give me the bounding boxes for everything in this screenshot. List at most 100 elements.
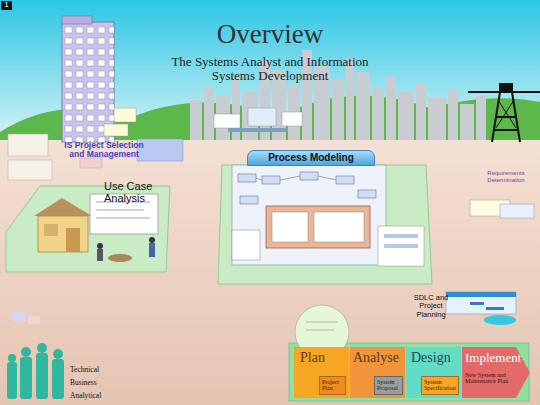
process-platform [272,212,308,242]
office-building [62,16,92,24]
office-building [137,139,183,161]
use-case-platform [34,198,92,216]
city-skyline [460,104,474,142]
station-label: Requirements Determination [476,170,536,183]
city-skyline [398,92,414,142]
analyst-silhouettes [52,359,64,399]
analyst-silhouettes [20,357,32,399]
process-platform [218,165,432,284]
deliverable-box: Project Plan [319,376,346,395]
sky [0,0,540,150]
use-case-platform [108,254,132,262]
phase-box: AnalyseSystem Proposal [350,347,405,398]
node-text: Design [411,351,461,366]
node-text: System Specification [424,379,457,392]
use-case-platform [96,218,150,219]
use-case-platform [6,186,170,272]
sdlc-band [306,330,334,331]
process-platform [240,196,258,204]
city-skyline [190,100,202,142]
use-case-platform [149,237,155,243]
analyst-skill: Business [70,379,120,387]
node-text: Implement [465,351,530,365]
node-text: Plan [300,351,349,366]
schedule-chart [446,292,516,325]
use-case-platform [96,210,144,211]
process-platform [256,178,262,180]
crane [496,116,516,118]
city-skyline [448,90,458,142]
analyst-skill: Technical [70,366,120,374]
phase-box: PlanProject Plan [294,347,349,398]
crane [494,129,518,131]
city-skyline [356,72,370,142]
sky [0,0,540,150]
crane [498,100,516,128]
node-text: Analyse [353,351,405,366]
crane [496,100,514,128]
city-skyline [428,98,446,142]
node-text: Process Modeling [248,153,374,164]
process-platform [238,174,256,182]
station-banner: Process Modeling [247,150,375,166]
meeting-scene [214,108,302,132]
process-platform [280,176,300,180]
process-platform [232,165,386,265]
ground [0,140,540,405]
station-label: IS Project Selection and Management [58,141,150,160]
phase-arrow: ImplementNew System and Maintenance Plan [462,347,530,398]
sdlc-band [289,343,529,401]
office-building [104,124,128,136]
city-skyline [372,88,384,142]
deliverable-box: System Specification [421,376,459,395]
meeting-scene [214,114,240,128]
analyst-silhouettes [28,316,40,324]
analyst-silhouettes [53,349,63,359]
subtitle: The Systems Analyst and Information Syst… [160,55,380,84]
process-platform [262,176,280,184]
process-platform [218,165,432,284]
ground [0,140,540,405]
analyst-silhouettes [7,312,64,399]
process-platform [378,226,424,266]
analyst-silhouettes [7,362,17,399]
meeting-scene [248,108,276,126]
office-building [80,158,102,168]
city-skyline [204,88,214,142]
process-platform [318,176,336,180]
city-skyline [232,78,240,142]
city-skyline [346,58,354,142]
deliverable-note: New System and Maintenance Plan [465,372,517,396]
process-platform [232,230,260,260]
node-text: Project Plan [322,379,344,392]
analyst-silhouettes [21,347,31,357]
crane [500,84,512,92]
page-title: Overview [0,20,540,50]
analyst-silhouettes [12,312,26,322]
schedule-chart [446,292,516,314]
use-case-platform [44,224,58,236]
station-label: Use Case Analysis [104,180,194,204]
city-skyline [386,76,396,142]
process-platform [358,190,376,198]
schedule-chart [446,292,516,297]
node-text: System Proposal [377,379,401,392]
office-building [8,160,52,180]
meeting-scene [228,128,288,132]
process-platform [384,244,418,248]
process-platform [300,172,318,180]
deliverable-box: System Proposal [374,376,403,395]
meeting-scene [282,112,302,126]
city-skyline [332,80,344,142]
schedule-chart [470,302,484,305]
diagram-cards [500,204,534,218]
node-text: New System and Maintenance Plan [465,372,517,385]
analyst-silhouettes [36,353,48,399]
use-case-platform [66,228,80,252]
sdlc-band [289,305,529,401]
office-building [8,16,183,180]
use-case-platform [97,249,103,261]
use-case-platform [6,186,170,272]
